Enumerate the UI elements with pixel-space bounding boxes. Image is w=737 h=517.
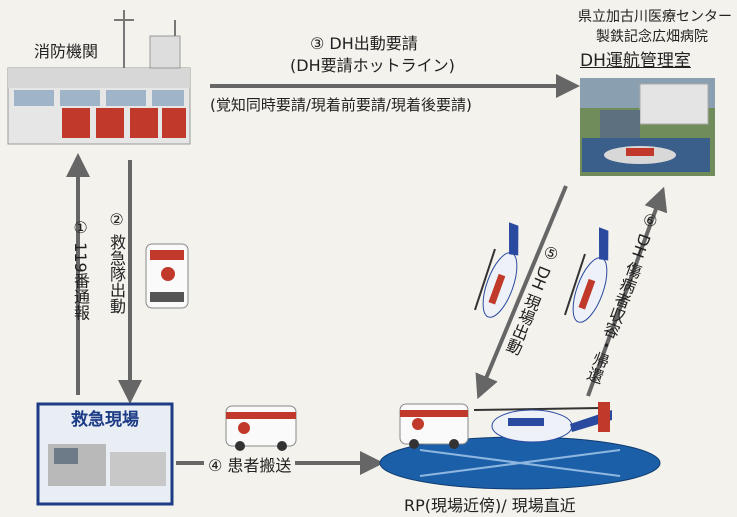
step-3-label: ③ DH出動要請 (310, 34, 418, 53)
helicopter-return (564, 227, 609, 323)
step-3-timing: (覚知同時要請/現着前要請/現着後要請) (210, 96, 472, 114)
fire-station-label: 消防機関 (34, 42, 99, 61)
fire-station-building (7, 10, 191, 145)
heliport-pad (379, 436, 661, 490)
step-2-label: ② 救急隊出動 (107, 210, 126, 315)
step-4-label: ④ 患者搬送 (204, 452, 296, 476)
step-1-label: ① 119番通報 (71, 218, 90, 321)
hospital-name-2: 製鉄記念広畑病院 (596, 29, 708, 45)
hospital-name-1: 県立加古川医療センター (578, 9, 732, 25)
step-3-hotline: (DH要請ホットライン) (290, 56, 455, 75)
scene-image (36, 402, 174, 506)
hospital-image (580, 78, 715, 176)
ambulance-icon (145, 243, 189, 309)
ambulance-icon-transport (225, 405, 297, 451)
dh-operations-room: DH運航管理室 (580, 51, 691, 71)
arrow-dh-return (586, 186, 668, 397)
landing-site-label: RP(現場近傍)/ 現場直近 (404, 496, 576, 515)
scene-label: 救急現場 (71, 410, 139, 430)
ambulance-at-rp (399, 403, 469, 449)
helicopter-at-rp (473, 402, 612, 443)
helicopter-dispatch (474, 222, 519, 318)
arrow-dh-dispatch (475, 185, 568, 400)
